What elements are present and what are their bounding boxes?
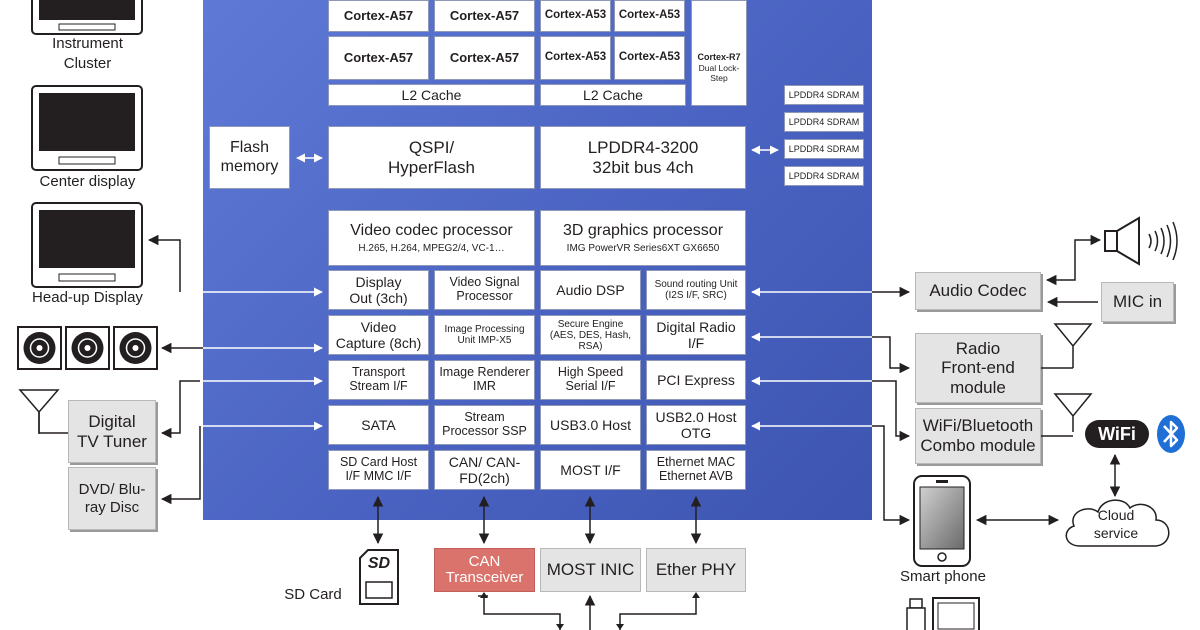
instrument-cluster-display-icon xyxy=(31,0,143,35)
sd-card-label: SD Card xyxy=(284,586,342,603)
soc-block xyxy=(203,0,872,520)
cortex-a53-core: Cortex-A53 xyxy=(614,36,685,80)
radio-frontend-module: Radio Front-end module xyxy=(915,333,1041,403)
head-up-display-icon xyxy=(31,202,143,288)
sd-card-host-if: SD Card Host I/F MMC I/F xyxy=(328,450,429,490)
l2-cache-a57: L2 Cache xyxy=(328,84,535,106)
video-codec-sub: H.265, H.264, MPEG2/4, VC-1… xyxy=(358,242,505,254)
sound-routing-unit: Sound routing Unit (I2S I/F, SRC) xyxy=(646,270,746,310)
video-capture: Video Capture (8ch) xyxy=(328,315,429,355)
sd-card-icon xyxy=(359,549,399,605)
transport-stream-if: Transport Stream I/F xyxy=(328,360,429,400)
gfx-sub: IMG PowerVR Series6XT GX6650 xyxy=(566,242,720,254)
cortex-a57-core: Cortex-A57 xyxy=(434,0,535,32)
image-processing-unit: Image Processing Unit IMP-X5 xyxy=(434,315,535,355)
camera-icon xyxy=(17,326,158,370)
audio-codec: Audio Codec xyxy=(915,272,1041,310)
cortex-a53-core: Cortex-A53 xyxy=(614,0,685,32)
cortex-a53-core: Cortex-A53 xyxy=(540,36,611,80)
high-speed-serial-if: High Speed Serial I/F xyxy=(540,360,641,400)
head-up-display-label: Head-up Display xyxy=(32,289,143,306)
mic-in: MIC in xyxy=(1101,282,1174,322)
lpddr4-interface: LPDDR4-3200 32bit bus 4ch xyxy=(540,126,746,189)
3d-graphics-processor: 3D graphics processor IMG PowerVR Series… xyxy=(540,210,746,266)
ether-phy: Ether PHY xyxy=(646,548,746,592)
cortex-r7-core: Cortex-R7 Dual Lock-Step xyxy=(691,0,747,106)
smartphone-label: Smart phone xyxy=(900,568,986,585)
stream-processor: Stream Processor SSP xyxy=(434,405,535,445)
speaker-icon xyxy=(1104,216,1178,266)
image-renderer: Image Renderer IMR xyxy=(434,360,535,400)
center-display-label: Center display xyxy=(39,173,136,190)
l2-cache-a53: L2 Cache xyxy=(540,84,686,106)
wifi-logo-icon: WiFi xyxy=(1085,420,1149,448)
video-codec-title: Video codec processor xyxy=(350,221,513,239)
sdram-chip: LPDDR4 SDRAM xyxy=(784,85,864,105)
dvd-bluray-disc: DVD/ Blu-ray Disc xyxy=(68,467,156,530)
cortex-a57-core: Cortex-A57 xyxy=(328,36,429,80)
cortex-r7-sub: Dual Lock-Step xyxy=(698,63,740,84)
antenna-icon xyxy=(1053,323,1093,368)
usb30-host: USB3.0 Host xyxy=(540,405,641,445)
wifi-bluetooth-module: WiFi/Bluetooth Combo module xyxy=(915,408,1041,464)
monitor-icon xyxy=(932,597,980,630)
sdram-chip: LPDDR4 SDRAM xyxy=(784,139,864,159)
cortex-a57-core: Cortex-A57 xyxy=(434,36,535,80)
most-if: MOST I/F xyxy=(540,450,641,490)
cortex-a53-core: Cortex-A53 xyxy=(540,0,611,32)
pci-express: PCI Express xyxy=(646,360,746,400)
flash-memory: Flash memory xyxy=(209,126,290,189)
cloud-icon xyxy=(1065,499,1170,547)
bluetooth-icon xyxy=(1157,415,1185,453)
sdram-chip: LPDDR4 SDRAM xyxy=(784,166,864,186)
can-transceiver: CAN Transceiver xyxy=(434,548,535,592)
gfx-title: 3D graphics processor xyxy=(562,221,724,239)
ethernet-mac-avb: Ethernet MAC Ethernet AVB xyxy=(646,450,746,490)
digital-tv-tuner: Digital TV Tuner xyxy=(68,400,156,463)
display-out: Display Out (3ch) xyxy=(328,270,429,310)
usb20-host-otg: USB2.0 Host OTG xyxy=(646,405,746,445)
can-fd: CAN/ CAN-FD(2ch) xyxy=(434,450,535,490)
video-signal-processor: Video Signal Processor xyxy=(434,270,535,310)
center-display-icon xyxy=(31,85,143,171)
cloud-service-label: Cloud service xyxy=(1093,507,1139,541)
cortex-r7-title: Cortex-R7 xyxy=(697,52,741,63)
usb-drive-icon xyxy=(906,598,926,630)
antenna-icon xyxy=(1053,393,1093,432)
secure-engine: Secure Engine (AES, DES, Hash, RSA) xyxy=(540,315,641,355)
smartphone-icon xyxy=(913,475,971,567)
sd-card-icon-text: SD xyxy=(367,555,391,572)
sdram-chip: LPDDR4 SDRAM xyxy=(784,112,864,132)
cortex-a57-core: Cortex-A57 xyxy=(328,0,429,32)
video-codec-processor: Video codec processor H.265, H.264, MPEG… xyxy=(328,210,535,266)
qspi-hyperflash: QSPI/ HyperFlash xyxy=(328,126,535,189)
audio-dsp: Audio DSP xyxy=(540,270,641,310)
instrument-cluster-label: Instrument Cluster xyxy=(52,35,123,72)
most-inic: MOST INIC xyxy=(540,548,641,592)
digital-radio-if: Digital Radio I/F xyxy=(646,315,746,355)
antenna-icon xyxy=(18,389,60,434)
sata: SATA xyxy=(328,405,429,445)
